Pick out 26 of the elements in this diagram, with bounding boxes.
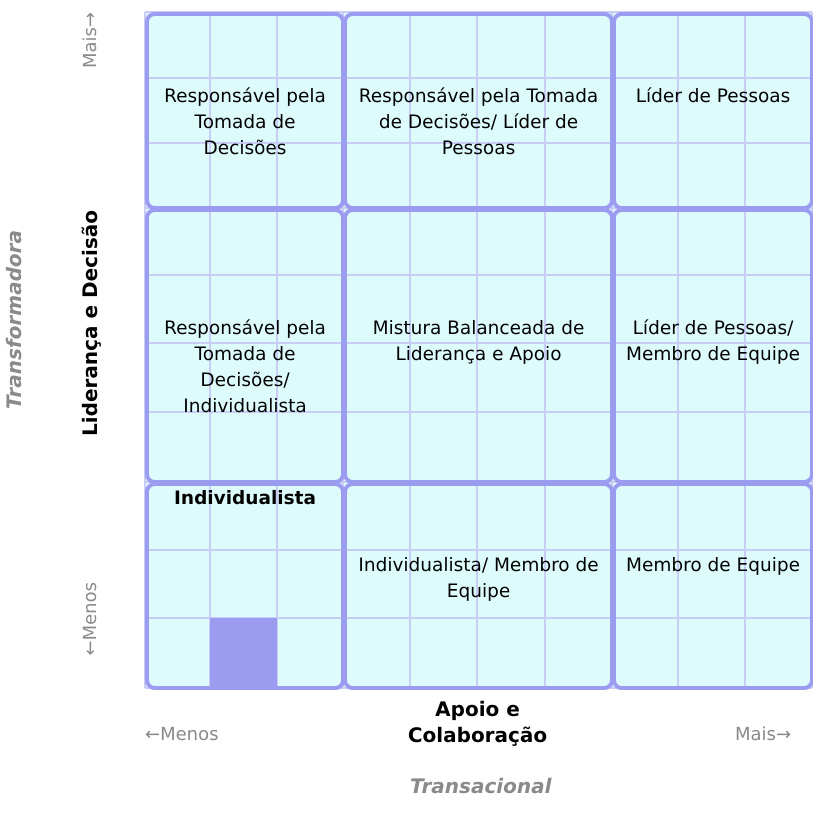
matrix-cell [612, 482, 813, 690]
axis-end-label: ←Menos [145, 724, 218, 745]
axis-title: Transacional [410, 774, 552, 798]
axis-end-label: Mais→ [80, 12, 101, 68]
matrix-cell [145, 482, 345, 690]
matrix-cell [612, 208, 813, 484]
matrix-cell [343, 12, 614, 210]
cell-text: Responsável pela Tomada de Decisões/ Individualista [163, 317, 327, 419]
axis-end-label: ←Menos [80, 582, 101, 656]
axis-title: Transformadora [2, 230, 26, 410]
matrix-cell [612, 12, 813, 210]
cell-text: Responsável pela Tomada de Decisões [163, 85, 327, 161]
axis-title: Liderança e Decisão [78, 210, 102, 436]
axis-title: Apoio e Colaboração [406, 696, 548, 748]
axis-end-label: Mais→ [735, 724, 792, 745]
matrix-cell [145, 208, 345, 484]
cell-text: Mistura Balanceada de Liderança e Apoio [372, 317, 586, 367]
matrix-cell [145, 12, 345, 210]
cell-text: Responsável pela Tomada de Decisões/ Líder de Pessoas [358, 85, 600, 161]
cell-heading: Individualista [173, 487, 317, 511]
cell-text: Líder de Pessoas/ Membro de Equipe [625, 317, 801, 367]
cell-text: Individualista/ Membro de Equipe [357, 554, 600, 604]
cell-text: Membro de Equipe [625, 554, 801, 578]
matrix-cell [343, 482, 614, 690]
cell-text: Líder de Pessoas [634, 85, 792, 109]
matrix-cell [343, 208, 614, 484]
